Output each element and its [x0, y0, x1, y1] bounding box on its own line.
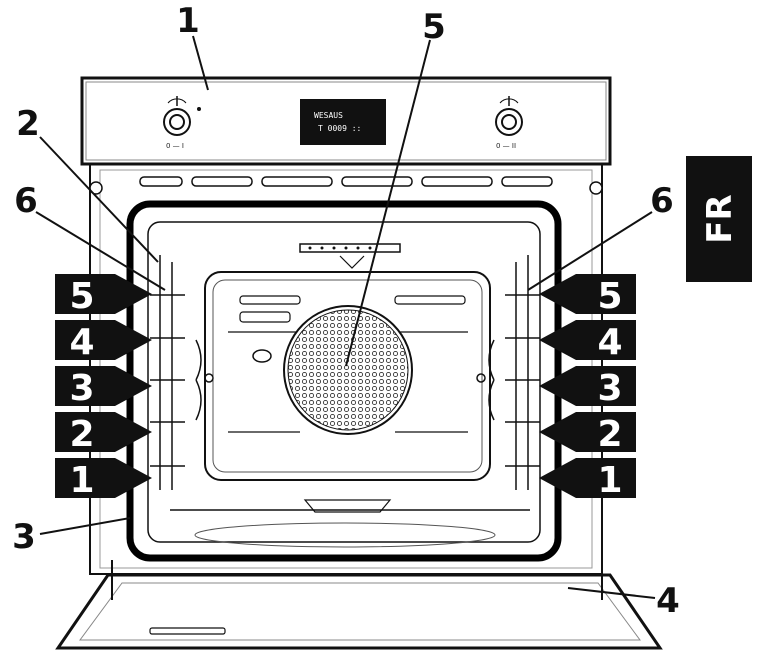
right-level-1-label: 1	[539, 458, 636, 501]
display-screen: WESAUS T 0009 ::	[300, 99, 386, 145]
language-tab-text: FR	[700, 194, 740, 243]
callout-6-right: 6	[650, 181, 674, 221]
callout-leader-lines	[35, 35, 656, 599]
left-level-3-label: 3	[55, 366, 152, 409]
callout-6-left: 6	[14, 181, 38, 221]
left-level-5-label: 5	[55, 274, 152, 317]
callout-4: 4	[656, 581, 680, 621]
right-level-5-label: 5	[539, 274, 636, 317]
svg-text:3: 3	[69, 368, 94, 409]
language-tab: FR	[686, 156, 752, 282]
callout-3: 3	[12, 517, 36, 557]
display-line-2: T 0009 ::	[318, 124, 361, 133]
left-shelf-level-labels: 5 4 3 2 1	[55, 274, 152, 501]
left-knob: 0 — I	[163, 96, 201, 150]
callout-2: 2	[16, 104, 40, 144]
svg-text:2: 2	[69, 414, 94, 455]
right-level-2-label: 2	[539, 412, 636, 455]
svg-text:5: 5	[597, 276, 622, 317]
hinge-bolt-left	[89, 181, 103, 195]
display-line-1: WESAUS	[314, 111, 343, 120]
oven-door	[55, 560, 663, 650]
left-level-1-label: 1	[55, 458, 152, 501]
svg-text:2: 2	[597, 414, 622, 455]
left-level-2-label: 2	[55, 412, 152, 455]
right-side-runners	[476, 255, 540, 490]
right-shelf-level-labels: 5 4 3 2 1	[539, 274, 636, 501]
fan-cover	[283, 305, 413, 435]
control-panel: 0 — I WESAUS T 0009 :: 0 — II	[80, 76, 612, 166]
svg-text:3: 3	[597, 368, 622, 409]
right-level-3-label: 3	[539, 366, 636, 409]
svg-text:1: 1	[69, 460, 94, 501]
callout-5: 5	[422, 7, 446, 47]
svg-text:4: 4	[69, 322, 94, 363]
right-knob-label: 0 — II	[496, 142, 516, 150]
left-level-4-label: 4	[55, 320, 152, 363]
right-level-4-label: 4	[539, 320, 636, 363]
left-knob-label: 0 — I	[166, 142, 184, 150]
hinge-bolt-right	[589, 181, 603, 195]
callout-numbers: 1 2 6 6 5 3 4	[12, 1, 680, 621]
right-knob: 0 — II	[495, 96, 523, 150]
svg-text:1: 1	[597, 460, 622, 501]
left-side-runners	[150, 255, 214, 490]
callout-1: 1	[176, 1, 200, 41]
svg-text:5: 5	[69, 276, 94, 317]
oven-cavity	[147, 221, 541, 548]
svg-text:4: 4	[597, 322, 622, 363]
vent-slots	[139, 176, 553, 187]
